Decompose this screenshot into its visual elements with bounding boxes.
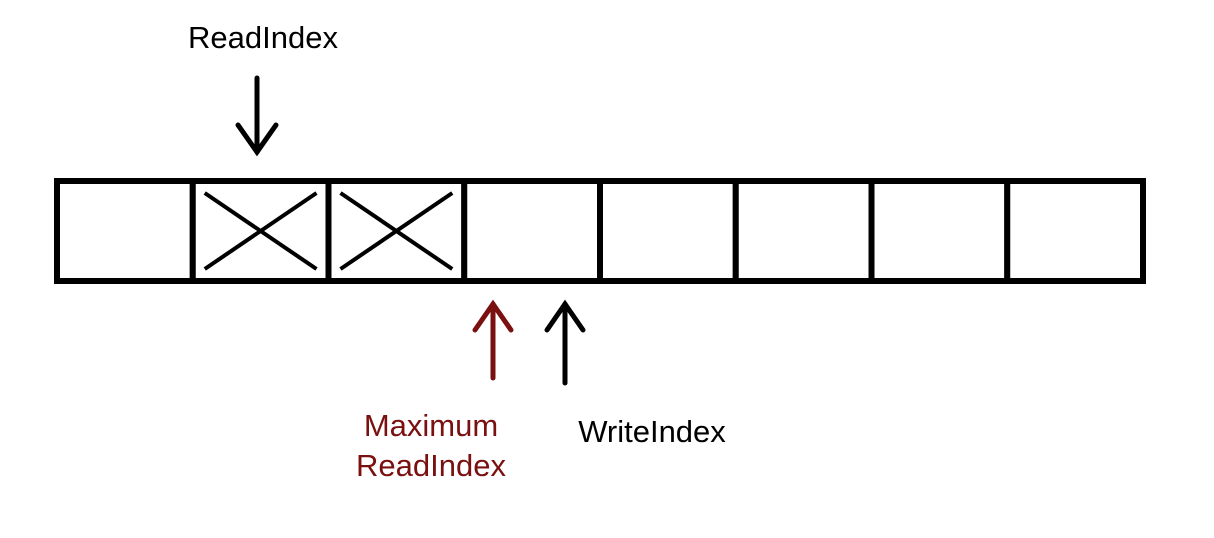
write-index-label: WriteIndex (578, 414, 726, 449)
buffer-slot (461, 178, 603, 284)
buffer-slot (597, 178, 739, 284)
read-index-label: ReadIndex (188, 20, 338, 55)
buffer-slot (325, 178, 468, 284)
write-index-arrow (544, 299, 586, 386)
read-index-arrow (235, 75, 279, 157)
buffer-slot (189, 178, 332, 284)
maximum-read-index-arrow (472, 299, 514, 381)
buffer-slot (1004, 178, 1146, 284)
maximum-read-index-label-line2: ReadIndex (356, 448, 506, 483)
maximum-read-index-label-line1: Maximum (364, 408, 498, 443)
occupied-x-mark (339, 191, 454, 271)
occupied-x-mark (203, 191, 318, 271)
buffer-slot (868, 178, 1011, 284)
buffer-slot (732, 178, 875, 284)
buffer-slot (54, 178, 196, 284)
buffer-array (54, 178, 1146, 284)
